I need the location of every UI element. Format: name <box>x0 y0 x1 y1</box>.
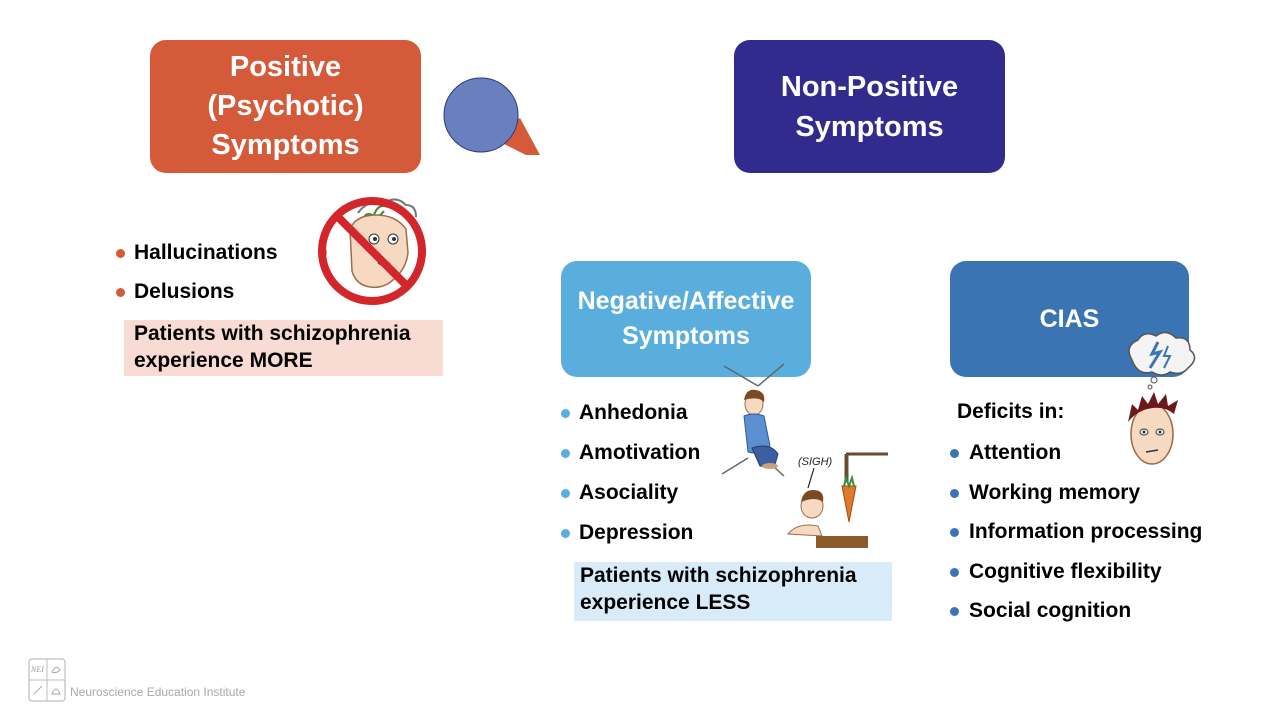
bullet-dot <box>561 449 570 458</box>
bullet-dot <box>950 528 959 537</box>
cias-title: CIAS <box>1039 304 1100 333</box>
non-positive-symptoms-box: Non-Positive Symptoms <box>734 40 1005 173</box>
positive-symptoms-list: Hallucinations Delusions <box>116 240 278 318</box>
list-item: Working memory <box>950 479 1202 519</box>
footer-branding: NEI Neuroscience Education Institute <box>28 658 245 702</box>
list-item: Cognitive flexibility <box>950 558 1202 598</box>
list-item: Delusions <box>116 279 278 318</box>
positive-symptoms-box: Positive (Psychotic) Symptoms <box>150 40 421 173</box>
magnifier-icon <box>443 77 540 155</box>
non-positive-symptoms-title: Non-Positive Symptoms <box>780 70 959 143</box>
cias-deficits-heading: Deficits in: <box>957 400 1065 423</box>
nei-logo-icon: NEI <box>28 658 66 702</box>
bullet-dot <box>950 607 959 616</box>
bullet-dot <box>561 409 570 418</box>
list-item: Social cognition <box>950 597 1202 637</box>
nei-logo-letters: NEI <box>30 665 44 674</box>
bullet-dot <box>116 249 125 258</box>
hallucination-face-prohibited-icon <box>318 197 426 305</box>
confused-person-thought-cloud-icon <box>1128 331 1196 465</box>
footer-org-name: Neuroscience Education Institute <box>70 685 246 699</box>
depressed-person-carrot-icon: (SIGH) <box>786 452 888 548</box>
bullet-dot <box>116 288 125 297</box>
note-experience-more: Patients with schizophrenia experience M… <box>124 320 443 376</box>
list-item: Hallucinations <box>116 240 278 279</box>
list-item: Amotivation <box>561 439 700 479</box>
positive-symptoms-title: Positive (Psychotic) Symptoms <box>207 51 364 161</box>
bullet-dot <box>561 529 570 538</box>
negative-symptoms-title: Negative/Affective Symptoms <box>577 287 795 350</box>
negative-symptoms-box: Negative/Affective Symptoms <box>561 261 811 377</box>
bullet-dot <box>561 489 570 498</box>
bullet-dot <box>950 488 959 498</box>
sigh-label: (SIGH) <box>798 456 833 468</box>
cias-deficits-list: Attention Working memory Information pro… <box>950 439 1202 637</box>
list-item: Anhedonia <box>561 399 700 439</box>
bullet-dot <box>950 567 959 577</box>
bullet-dot <box>950 449 959 458</box>
sitting-person-icon <box>721 363 785 477</box>
negative-symptoms-list: Anhedonia Amotivation Asociality Depress… <box>561 399 700 559</box>
list-item: Asociality <box>561 479 700 519</box>
list-item: Information processing <box>950 518 1202 558</box>
list-item: Attention <box>950 439 1202 479</box>
list-item: Depression <box>561 519 700 559</box>
note-experience-less: Patients with schizophrenia experience L… <box>574 562 892 621</box>
